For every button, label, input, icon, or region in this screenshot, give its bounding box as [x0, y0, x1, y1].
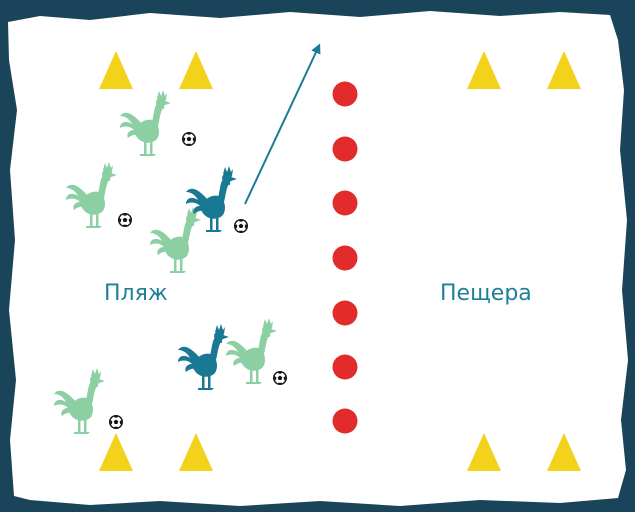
soccer-ball-icon — [182, 132, 196, 146]
center-dot-5 — [332, 300, 358, 326]
zone-label-cave: Пещера — [440, 281, 532, 306]
cone-right-8 — [547, 433, 581, 471]
paper-sheet — [8, 11, 628, 506]
soccer-ball-icon — [109, 415, 123, 429]
cone-right-7 — [467, 433, 501, 471]
cone-right-6 — [547, 51, 581, 89]
zone-label-beach: Пляж — [104, 281, 168, 306]
center-dot-3 — [332, 190, 358, 216]
cone-left-2 — [179, 51, 213, 89]
soccer-ball-icon — [234, 219, 248, 233]
center-dot-4 — [332, 245, 358, 271]
center-dot-1 — [332, 81, 358, 107]
soccer-ball-icon — [273, 371, 287, 385]
center-dot-6 — [332, 354, 358, 380]
center-dot-2 — [332, 136, 358, 162]
cone-left-4 — [179, 433, 213, 471]
cone-right-5 — [467, 51, 501, 89]
cone-left-1 — [99, 51, 133, 89]
center-dot-7 — [332, 408, 358, 434]
soccer-ball-icon — [118, 213, 132, 227]
direction-arrow-icon — [244, 43, 321, 205]
cone-left-3 — [99, 433, 133, 471]
